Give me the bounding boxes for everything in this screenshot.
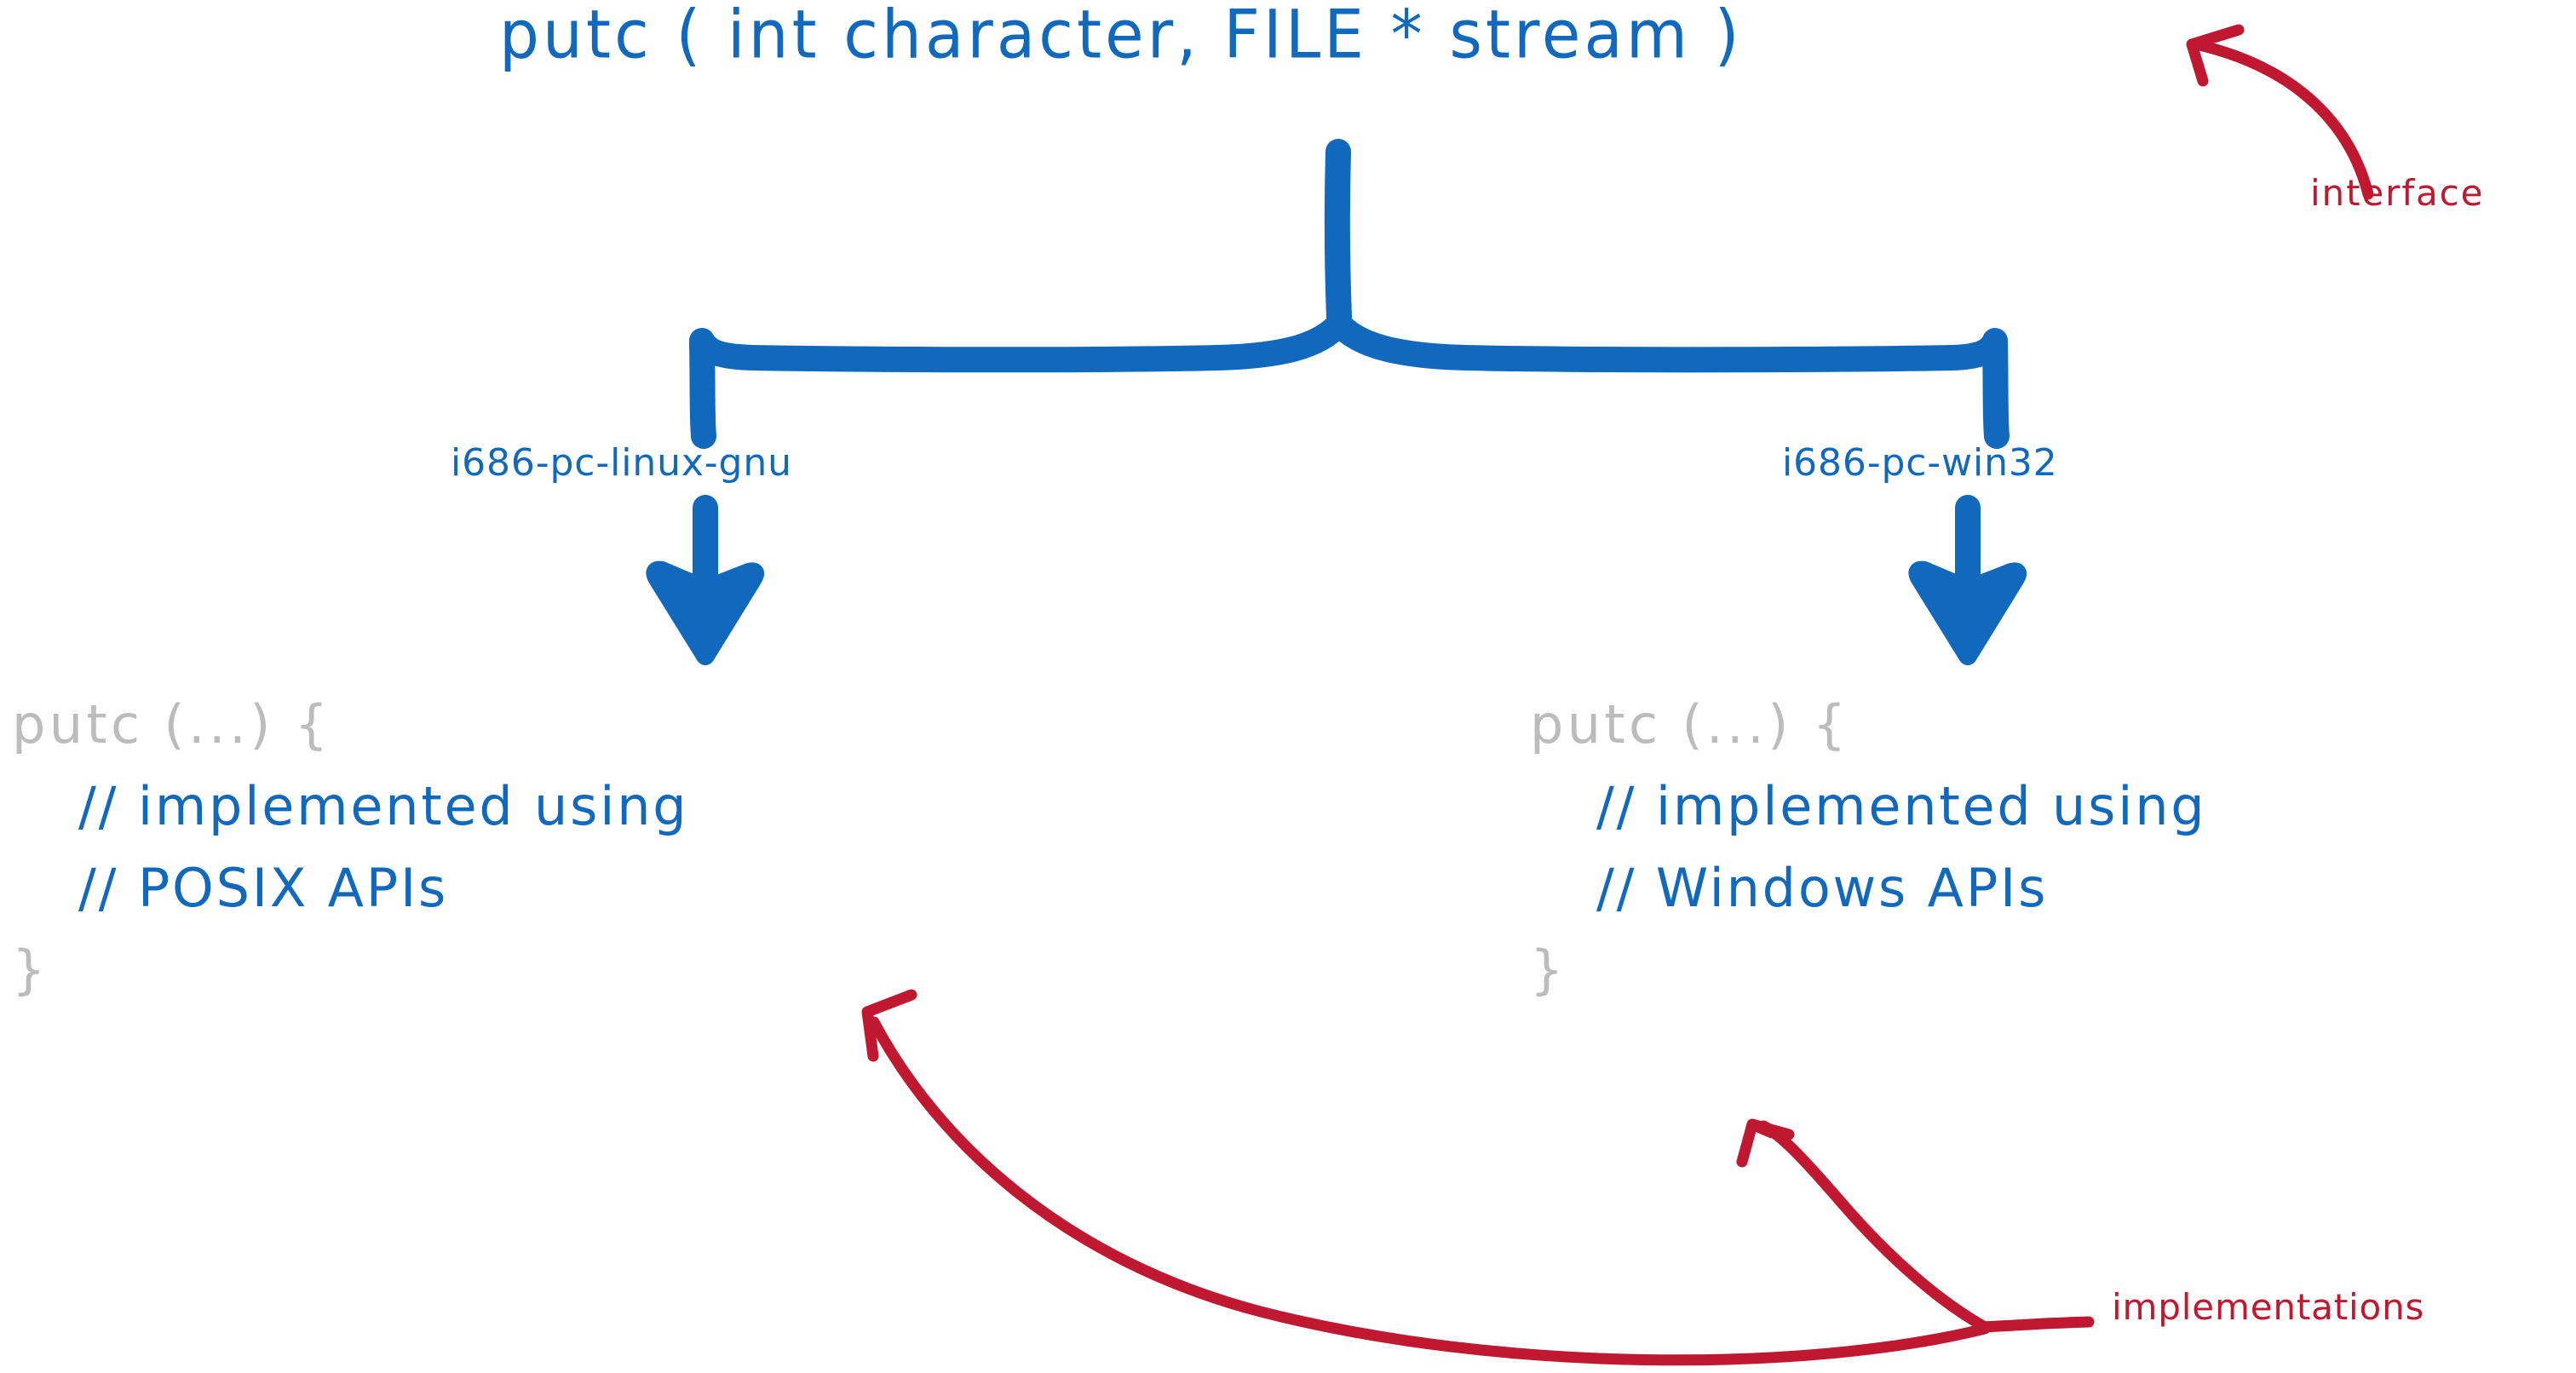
code-line-comment-2: // POSIX APIs bbox=[78, 857, 449, 919]
brace-blue bbox=[689, 139, 2008, 373]
arrow-left-head bbox=[646, 560, 765, 665]
annotation-arrow-implementations bbox=[861, 989, 2095, 1366]
brace-right-arm bbox=[1326, 311, 2008, 373]
arrow-right-head bbox=[1908, 560, 2027, 665]
annotation-label-interface: interface bbox=[2310, 172, 2485, 214]
code-line-comment-1: // implemented using bbox=[1596, 775, 2207, 837]
code-line-comment-1: // implemented using bbox=[78, 775, 689, 837]
code-line-comment-2: // Windows APIs bbox=[1596, 857, 2049, 919]
annotation-arrow-interface bbox=[2186, 24, 2374, 200]
target-triple-linux: i686-pc-linux-gnu bbox=[451, 441, 792, 485]
code-line-close: } bbox=[12, 939, 49, 1001]
code-line-close: } bbox=[1530, 939, 1567, 1001]
code-block-win32: putc (...) { // implemented using // Win… bbox=[1530, 698, 2206, 1007]
implementations-arrow-shaft-right bbox=[1757, 1120, 1991, 1333]
arrow-left-shaft-upper bbox=[689, 331, 716, 449]
implementations-arrow-head-left bbox=[861, 989, 917, 1062]
brace-left-arm bbox=[689, 311, 1352, 373]
implementations-arrow-tail bbox=[1975, 1316, 2095, 1333]
target-triple-win32: i686-pc-win32 bbox=[1782, 441, 2058, 485]
code-line-open: putc (...) { bbox=[1530, 693, 1850, 755]
code-block-linux: putc (...) { // implemented using // POS… bbox=[12, 698, 688, 1007]
annotation-label-implementations: implementations bbox=[2112, 1286, 2425, 1328]
implementations-arrow-shaft-left bbox=[868, 1016, 1991, 1366]
code-line-open: putc (...) { bbox=[12, 693, 332, 755]
arrow-right-shaft-upper bbox=[1982, 331, 2010, 449]
interface-arrow-head bbox=[2186, 24, 2245, 87]
function-signature: putc ( int character, FILE * stream ) bbox=[499, 0, 1743, 74]
implementations-arrow-head-right bbox=[1736, 1118, 1795, 1168]
brace-spike bbox=[1324, 139, 1352, 330]
